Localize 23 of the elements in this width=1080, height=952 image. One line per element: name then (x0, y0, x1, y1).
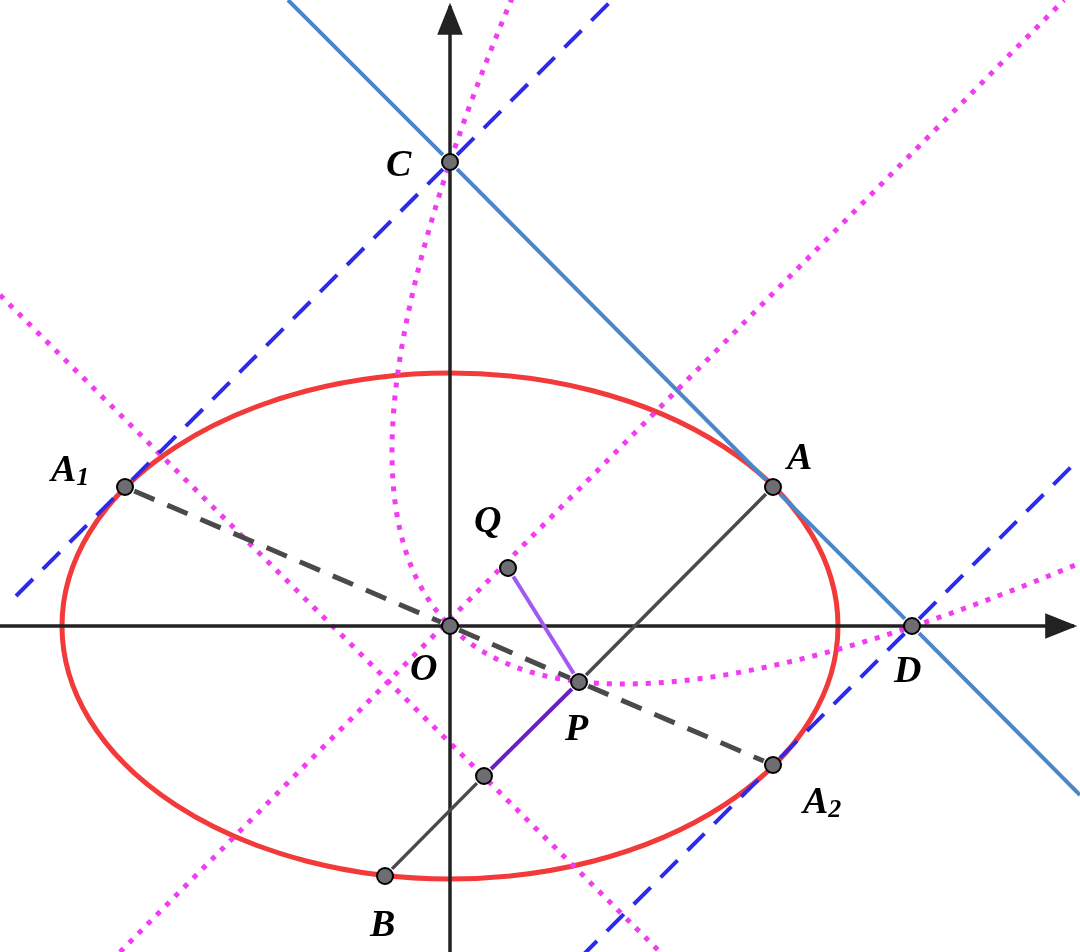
dashed-line (587, 683, 765, 764)
point-label: A (787, 437, 813, 475)
point-label: A$_{1}$ (51, 449, 90, 490)
dashed-line (133, 488, 442, 625)
line-segment (390, 781, 479, 871)
point-label: C (386, 144, 412, 182)
point-label: B (370, 904, 396, 942)
point-label: D (894, 650, 922, 688)
dashed-line (130, 167, 445, 482)
line-segment (778, 492, 907, 621)
point-label: Q (474, 500, 502, 538)
dashed-line (778, 631, 907, 760)
line-segment (511, 575, 576, 675)
point-label: P (565, 708, 589, 746)
line-segment (286, 0, 445, 157)
dashed-line (458, 627, 571, 681)
line-segment (917, 631, 1080, 797)
line-segment (455, 167, 768, 482)
line-segment (489, 687, 574, 771)
point (475, 767, 493, 785)
line-segment (584, 492, 768, 677)
point-label: O (410, 648, 438, 686)
point-label: A$_{2}$ (803, 781, 842, 822)
